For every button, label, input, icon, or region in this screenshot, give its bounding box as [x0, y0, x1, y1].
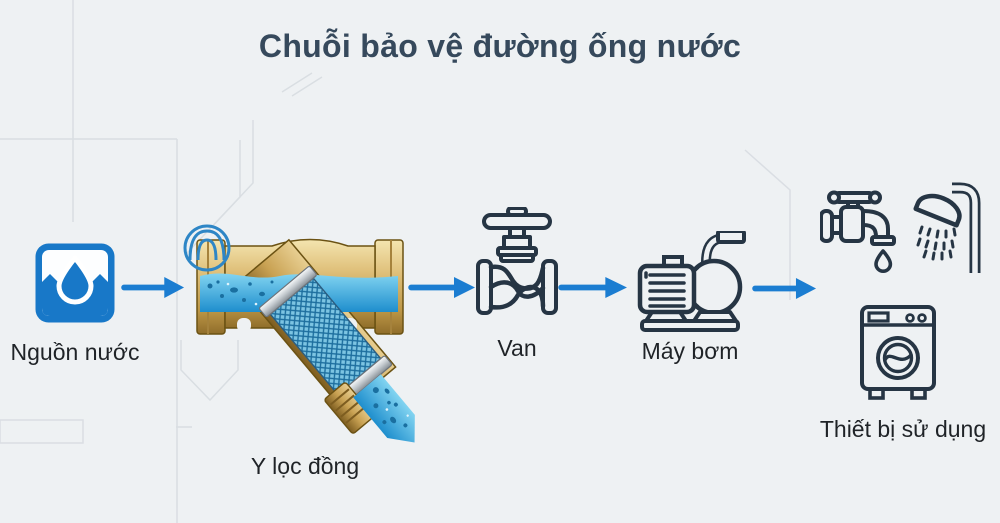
pump-label: Máy bơm — [641, 338, 739, 364]
devices-label: Thiết bị sử dụng — [819, 416, 987, 442]
water-source-icon — [35, 243, 115, 323]
source-label: Nguồn nước — [10, 339, 140, 365]
valve-icon — [476, 207, 558, 315]
flow-arrow-icon — [408, 277, 475, 298]
flow-arrow-icon — [121, 277, 185, 298]
y-strainer-illustration — [196, 238, 415, 443]
washing-machine-icon — [860, 305, 936, 400]
shower-icon — [913, 182, 981, 273]
pump-icon — [637, 231, 746, 332]
valve-label: Van — [497, 335, 537, 361]
page-title: Chuỗi bảo vệ đường ống nước — [258, 28, 742, 64]
brand-logo-icon — [183, 224, 231, 272]
strainer-label: Y lọc đồng — [250, 453, 360, 479]
flow-arrow-icon — [558, 277, 627, 298]
flow-arrow-icon — [752, 278, 817, 299]
faucet-icon — [820, 190, 896, 273]
